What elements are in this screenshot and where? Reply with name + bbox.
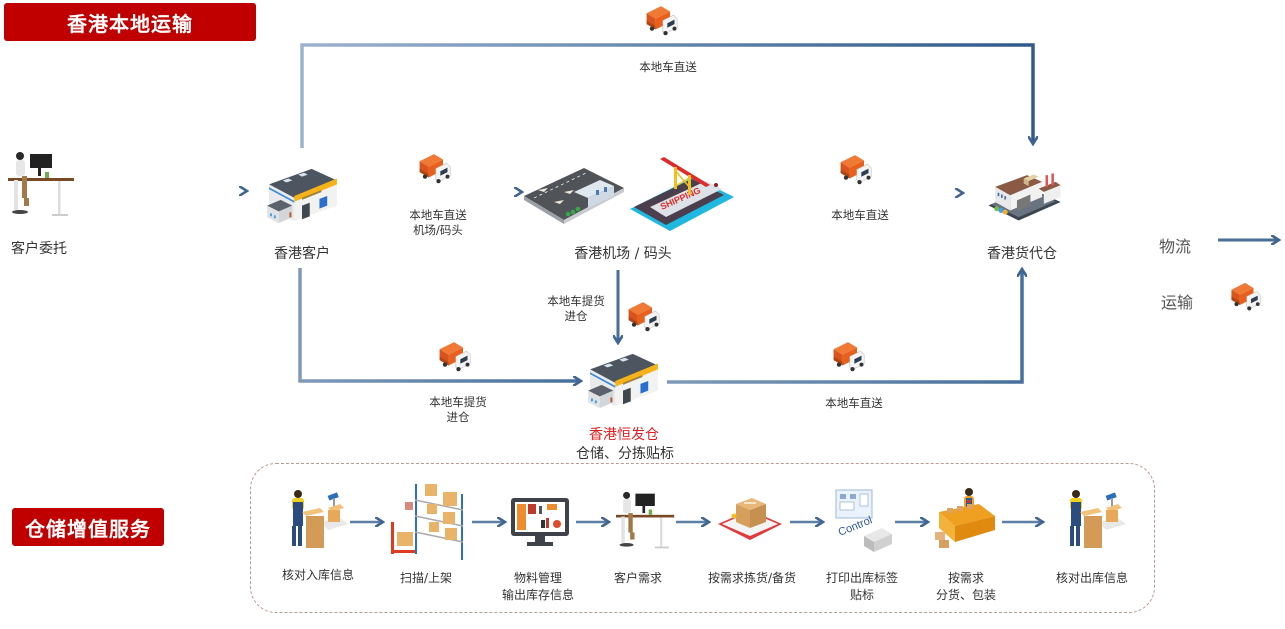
legend-logistics-label: 物流 xyxy=(1158,237,1191,256)
service-step-line1: 物料管理 xyxy=(513,571,562,585)
service-step-line2: 贴标 xyxy=(849,588,874,602)
warehouse-icon xyxy=(584,348,662,412)
route-label-top-direct: 本地车直送 xyxy=(639,60,697,74)
shelf-forklift-icon xyxy=(391,484,464,560)
legend-truck-icon xyxy=(1228,281,1262,312)
service-step-label: 按需求拣货/备货 xyxy=(692,570,812,587)
arrow-hengfa-to-forwarder xyxy=(667,270,1022,384)
airport-icon xyxy=(524,168,624,224)
label-printer-icon: Control xyxy=(835,489,892,552)
arrow-customer-to-hengfa xyxy=(298,268,580,381)
node-label-hk-hengfa-warehouse: 香港恒发仓 xyxy=(589,427,659,443)
section-title-local-transport: 香港本地运输 xyxy=(4,3,256,41)
route-label-customer-to-hengfa-1: 本地车提货 xyxy=(429,395,487,409)
service-step-label: 物料管理 输出库存信息 xyxy=(488,570,588,604)
node-label-hk-forwarder-warehouse: 香港货代仓 xyxy=(987,246,1057,262)
port-ship-icon: SHIPPING xyxy=(630,157,734,231)
service-step-line1: 打印出库标签 xyxy=(825,571,898,585)
worker-scale-icon xyxy=(1070,490,1126,548)
node-label-hk-customer: 香港客户 xyxy=(274,246,330,262)
service-step-label: 扫描/上架 xyxy=(376,570,476,587)
package-picking-icon xyxy=(718,498,782,540)
service-step-label: 打印出库标签 贴标 xyxy=(812,570,912,604)
service-step-line1: 扫描/上架 xyxy=(399,571,453,585)
conveyor-packing-icon xyxy=(935,488,995,548)
route-label-customer-to-hengfa-2: 进仓 xyxy=(446,410,470,424)
legend-transport-label: 运输 xyxy=(1160,293,1193,312)
node-sublabel-hk-hengfa-warehouse: 仓储、分拣贴标 xyxy=(576,446,674,462)
service-step-label: 核对入库信息 xyxy=(268,567,368,584)
service-step-line1: 核对入库信息 xyxy=(281,568,354,582)
route-label-customer-to-airport-1: 本地车直送 xyxy=(409,208,467,222)
truck-icon xyxy=(416,152,452,185)
truck-icon xyxy=(643,4,679,37)
truck-icon xyxy=(436,340,472,373)
route-label-airport-to-hengfa-1: 本地车提货 xyxy=(547,294,605,308)
desk-person-icon xyxy=(616,491,675,549)
service-step-label: 按需求 分货、包装 xyxy=(916,570,1016,604)
route-label-customer-to-airport-2: 机场/码头 xyxy=(413,223,463,237)
route-label-airport-to-hengfa-2: 进仓 xyxy=(564,309,588,323)
truck-icon xyxy=(625,300,661,333)
forwarder-warehouse-icon xyxy=(980,163,1064,231)
route-label-airport-to-forwarder: 本地车直送 xyxy=(831,208,889,222)
arrow-customer-to-forwarder-top xyxy=(300,43,1033,148)
monitor-dashboard-icon xyxy=(511,498,569,546)
section-title-warehouse-services: 仓储增值服务 xyxy=(12,508,164,546)
node-label-customer-entrust: 客户委托 xyxy=(11,241,67,257)
truck-icon xyxy=(830,340,866,373)
service-step-label: 核对出库信息 xyxy=(1042,570,1142,587)
service-step-line1: 按需求 xyxy=(947,571,984,585)
service-step-line1: 客户需求 xyxy=(613,571,662,585)
service-step-line1: 核对出库信息 xyxy=(1055,571,1128,585)
service-step-line2: 输出库存信息 xyxy=(501,588,574,602)
service-step-label: 客户需求 xyxy=(588,570,688,587)
desk-person-icon xyxy=(8,152,74,216)
route-label-hengfa-to-forwarder: 本地车直送 xyxy=(825,396,883,410)
service-step-line1: 按需求拣货/备货 xyxy=(707,571,797,585)
warehouse-services-panel xyxy=(250,463,1155,613)
node-label-hk-airport-pier: 香港机场 / 码头 xyxy=(574,246,672,262)
service-step-line2: 分货、包装 xyxy=(935,588,996,602)
warehouse-icon xyxy=(263,163,341,227)
worker-scale-icon xyxy=(292,490,348,548)
truck-icon xyxy=(837,153,873,186)
